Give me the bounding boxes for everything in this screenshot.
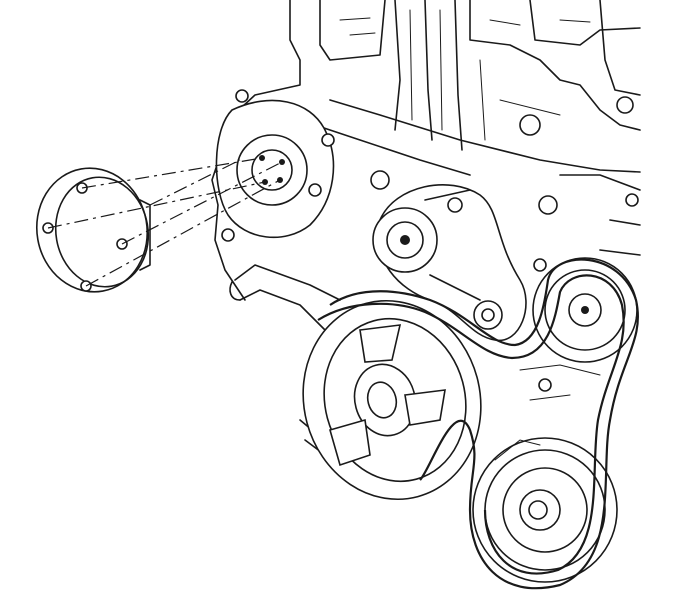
water-pump-hub: [215, 89, 335, 242]
water-pump-pulley: [35, 167, 151, 293]
engine-block-outline: [211, 0, 641, 301]
exploded-alignment-lines: [47, 157, 283, 287]
belt-tensioner: [372, 184, 527, 342]
drive-belt: [317, 258, 639, 590]
fastener-details: [321, 133, 601, 461]
